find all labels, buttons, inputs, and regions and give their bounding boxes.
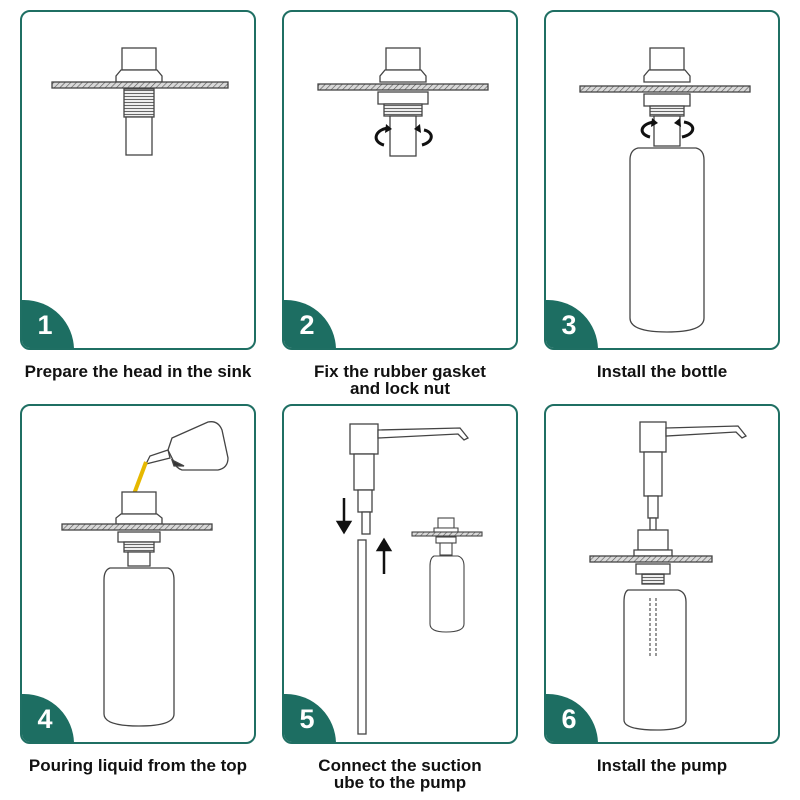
step-4-caption: Pouring liquid from the top: [8, 757, 268, 774]
step-2-illustration: [317, 47, 489, 157]
arrow-up-icon: [375, 537, 393, 574]
step-1-caption-line1: Prepare the head in the sink: [24, 362, 252, 381]
step-3-caption-line1: Install the bottle: [596, 362, 728, 381]
step-5-caption: Connect the suction ube to the pump: [270, 757, 530, 791]
step-2-panel: 2: [282, 10, 518, 350]
step-1-illustration: [51, 47, 229, 156]
step-4-panel: 4: [20, 404, 256, 744]
step-6-panel: 6: [544, 404, 780, 744]
step-5-illustration: [335, 423, 483, 735]
step-1-caption: Prepare the head in the sink: [8, 363, 268, 380]
rotate-arrow-icon: [374, 126, 433, 147]
step-5-caption-line1: Connect the suction: [318, 756, 482, 775]
step-2-caption: Fix the rubber gasket and lock nut: [270, 363, 530, 397]
step-5-panel: 5: [282, 404, 518, 744]
step-1-panel: 1: [20, 10, 256, 350]
step-3-illustration: [579, 47, 751, 333]
step-6-caption: Install the pump: [532, 757, 792, 774]
step-6-caption-line1: Install the pump: [596, 756, 728, 775]
step-4-illustration: [61, 421, 229, 727]
step-3-caption: Install the bottle: [532, 363, 792, 380]
step-2-caption-line1: Fix the rubber gasket: [314, 362, 486, 381]
step-5-caption-line2: ube to the pump: [333, 773, 467, 792]
step-3-panel: 3: [544, 10, 780, 350]
step-6-illustration: [589, 421, 748, 731]
step-4-caption-line1: Pouring liquid from the top: [28, 756, 248, 775]
arrow-down-icon: [335, 498, 353, 535]
step-2-caption-line2: and lock nut: [349, 379, 451, 398]
